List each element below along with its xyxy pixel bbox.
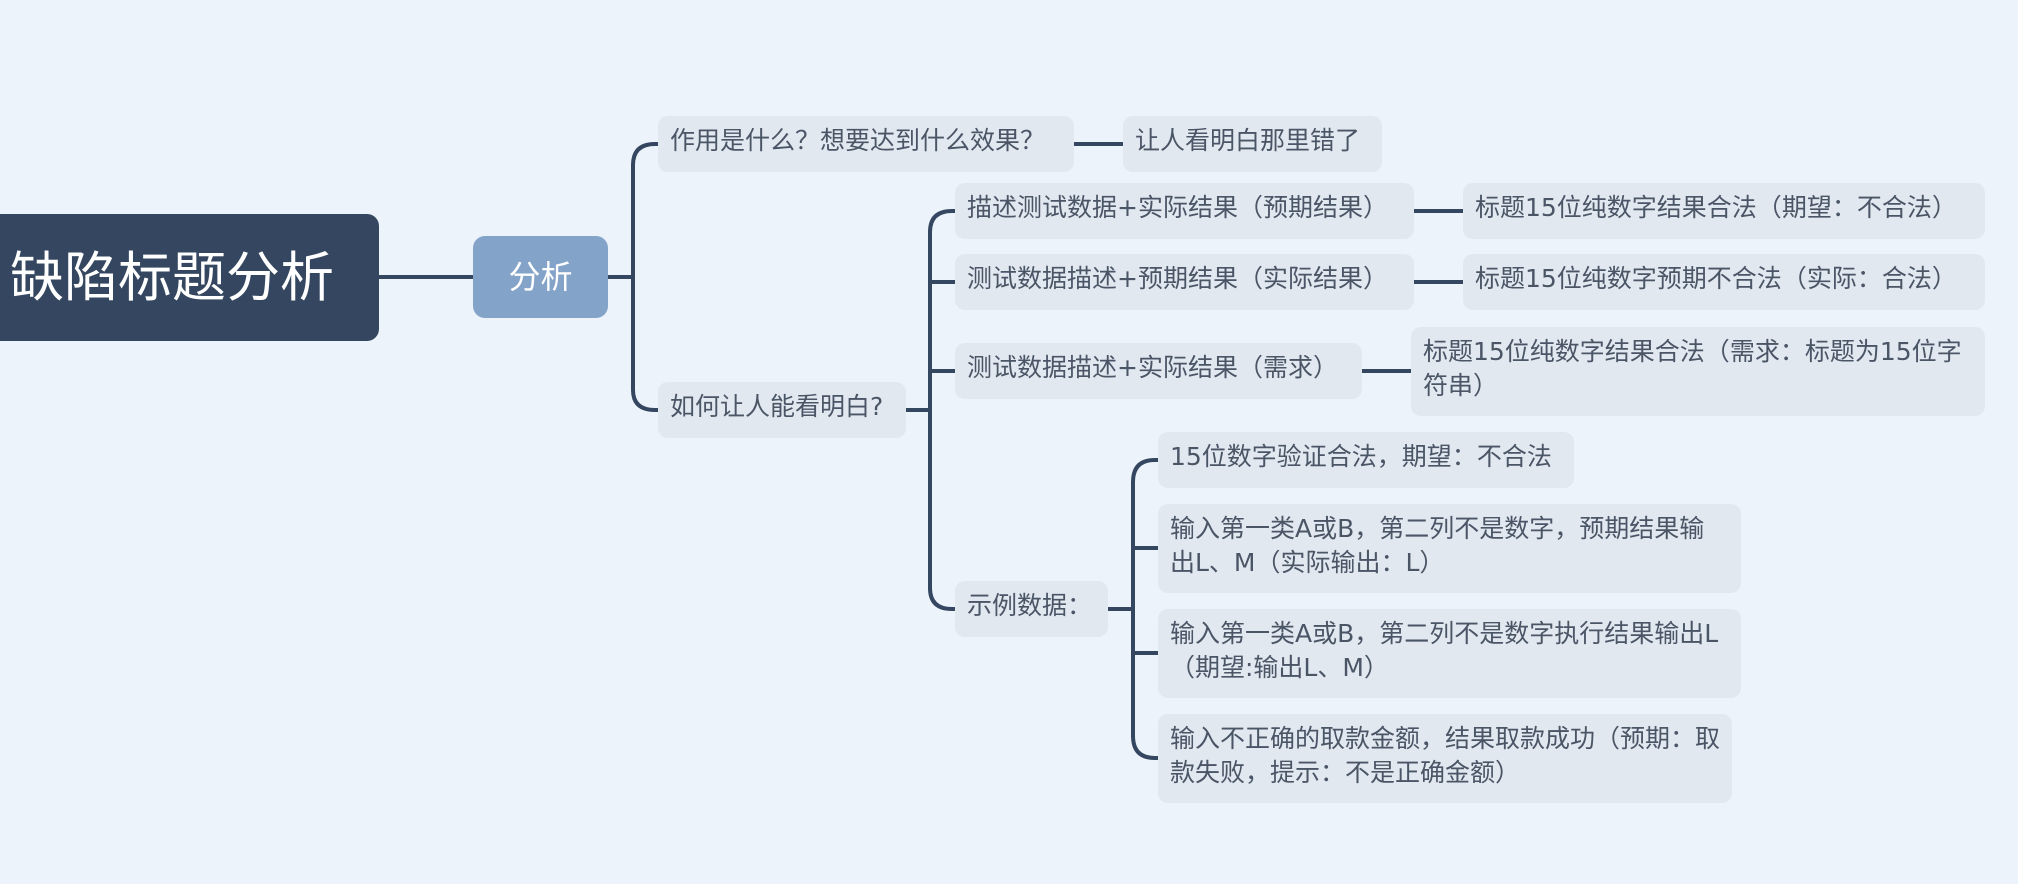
example-node-1[interactable]: 15位数字验证合法，期望：不合法: [1158, 432, 1574, 488]
pattern-example-node-1[interactable]: 标题15位纯数字结果合法（期望：不合法）: [1463, 183, 1985, 239]
root-topic[interactable]: 缺陷标题分析: [0, 214, 379, 341]
pattern-node-3[interactable]: 测试数据描述+实际结果（需求）: [955, 343, 1362, 399]
purpose-answer-node[interactable]: 让人看明白那里错了: [1123, 116, 1382, 172]
pattern-node-1[interactable]: 描述测试数据+实际结果（预期结果）: [955, 183, 1414, 239]
pattern-example-node-3[interactable]: 标题15位纯数字结果合法（需求：标题为15位字符串）: [1411, 327, 1985, 416]
main-topic-analysis[interactable]: 分析: [473, 236, 608, 318]
how-to-understand-node[interactable]: 如何让人能看明白?: [658, 382, 906, 438]
examples-label-node[interactable]: 示例数据：: [955, 581, 1108, 637]
purpose-question-node[interactable]: 作用是什么？想要达到什么效果？: [658, 116, 1074, 172]
example-node-2[interactable]: 输入第一类A或B，第二列不是数字，预期结果输出L、M（实际输出：L）: [1158, 504, 1741, 593]
pattern-node-2[interactable]: 测试数据描述+预期结果（实际结果）: [955, 254, 1414, 310]
pattern-example-node-2[interactable]: 标题15位纯数字预期不合法（实际：合法）: [1463, 254, 1985, 310]
example-node-4[interactable]: 输入不正确的取款金额，结果取款成功（预期：取款失败，提示：不是正确金额）: [1158, 714, 1732, 803]
example-node-3[interactable]: 输入第一类A或B，第二列不是数字执行结果输出L（期望:输出L、M）: [1158, 609, 1741, 698]
